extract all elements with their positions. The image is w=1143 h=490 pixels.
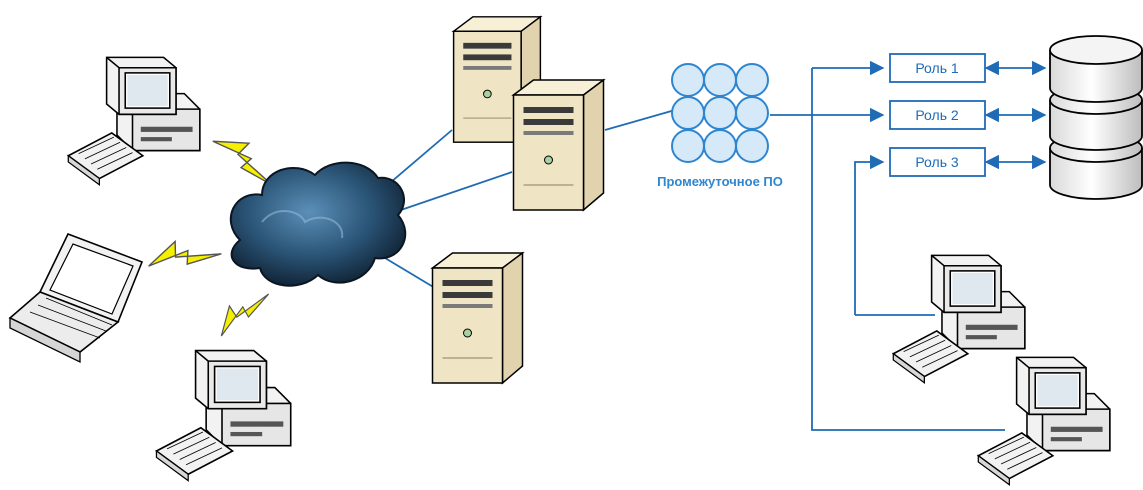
role-label: Роль 3 [915,154,959,170]
server-icon [512,79,605,211]
server-icon [431,252,524,384]
role-box: Роль 2 [889,100,986,130]
middleware-icon [671,63,769,163]
role-label: Роль 2 [915,107,959,123]
desktop-computer-icon [977,356,1111,486]
lightning-icon [213,279,270,347]
laptop-icon [8,232,144,364]
middleware-label: Промежуточное ПО [657,174,783,189]
role-box: Роль 3 [889,147,986,177]
cloud-icon [229,161,407,287]
lightning-icon [143,224,223,288]
role-box: Роль 1 [889,53,986,83]
desktop-computer-icon [67,56,201,186]
desktop-computer-icon [155,349,292,482]
database-icon [1049,35,1143,200]
role-label: Роль 1 [915,60,959,76]
desktop-computer-icon [892,254,1026,384]
connection-lines [369,60,1047,431]
